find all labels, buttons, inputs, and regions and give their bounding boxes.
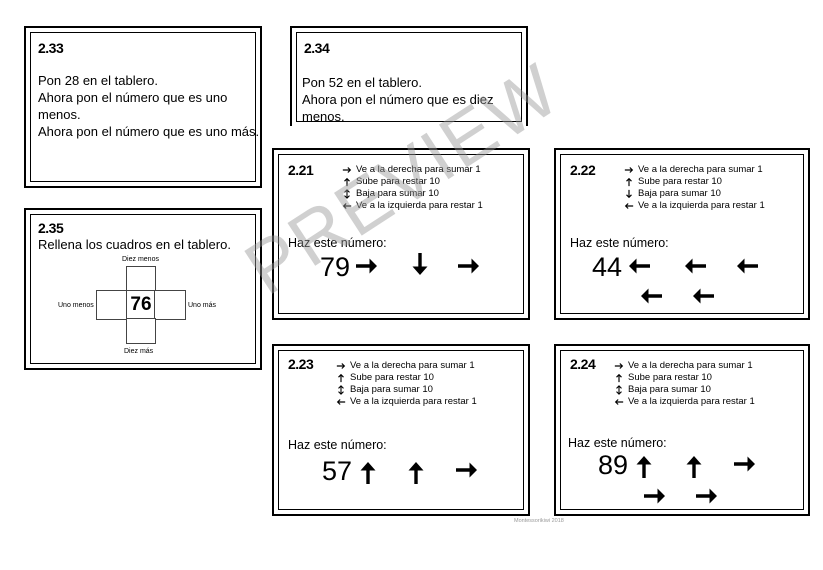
bottom-box	[126, 318, 156, 344]
legend-up-text: Sube para restar 10	[350, 372, 434, 383]
card-instructions: Pon 28 en el tablero. Ahora pon el númer…	[38, 72, 259, 140]
legend-left-text: Ve a la izquierda para restar 1	[638, 200, 765, 211]
right-arrow-icon	[614, 361, 624, 371]
center-box	[126, 290, 156, 320]
task-card-2-34: 2.34 Pon 52 en el tablero. Ahora pon el …	[290, 26, 528, 126]
make-number-label: Haz este número:	[570, 236, 669, 250]
card-number: 2.22	[570, 162, 596, 178]
target-number: 89	[598, 450, 629, 480]
card-instructions: Pon 52 en el tablero. Ahora pon el númer…	[302, 74, 494, 125]
bottom-label: Diez más	[124, 348, 154, 355]
left-arrow-icon	[336, 397, 346, 407]
up-arrow-icon	[614, 373, 624, 383]
target-number: 79	[320, 252, 351, 282]
card-number: 2.35	[38, 220, 64, 236]
legend-right-text: Ve a la derecha para sumar 1	[628, 360, 753, 371]
right-arrow-icon	[694, 484, 718, 508]
instruction-line: Ahora pon el número que es uno más.	[38, 124, 260, 139]
down-arrow-icon	[408, 252, 432, 276]
up-down-arrow-icon	[342, 189, 352, 199]
up-arrow-icon	[682, 454, 706, 480]
task-card-2-22: 2.22 Ve a la derecha para sumar 1 Sube p…	[554, 148, 810, 320]
left-arrow-icon	[684, 254, 708, 278]
up-arrow-icon	[632, 454, 656, 480]
arrow-legend: Ve a la derecha para sumar 1 Sube para r…	[620, 164, 765, 212]
down-arrow-icon	[624, 189, 634, 199]
instruction-line: Ahora pon el número que es uno	[38, 90, 228, 105]
up-arrow-icon	[336, 373, 346, 383]
right-arrow-icon	[342, 165, 352, 175]
top-box	[126, 266, 156, 292]
target-number: 57	[322, 456, 353, 486]
right-arrow-icon	[642, 484, 666, 508]
left-box	[96, 290, 128, 320]
right-arrow-icon	[456, 254, 480, 278]
card-number: 2.33	[38, 40, 64, 56]
card-instruction: Rellena los cuadros en el tablero.	[38, 237, 231, 252]
left-arrow-icon	[692, 284, 716, 308]
legend-down-text: Baja para sumar 10	[356, 188, 439, 199]
legend-right-text: Ve a la derecha para sumar 1	[638, 164, 763, 175]
right-arrow-icon	[354, 254, 378, 278]
left-arrow-icon	[640, 284, 664, 308]
left-arrow-icon	[736, 254, 760, 278]
left-arrow-icon	[628, 254, 652, 278]
legend-left-text: Ve a la izquierda para restar 1	[356, 200, 483, 211]
legend-left-text: Ve a la izquierda para restar 1	[350, 396, 477, 407]
up-arrow-icon	[342, 177, 352, 187]
left-arrow-icon	[614, 397, 624, 407]
legend-left-text: Ve a la izquierda para restar 1	[628, 396, 755, 407]
task-card-2-24: 2.24 Ve a la derecha para sumar 1 Sube p…	[554, 344, 810, 516]
make-number-label: Haz este número:	[288, 236, 387, 250]
legend-down-text: Baja para sumar 10	[628, 384, 711, 395]
make-number-label: Haz este número:	[568, 436, 667, 450]
legend-down-text: Baja para sumar 10	[350, 384, 433, 395]
legend-down-text: Baja para sumar 10	[638, 188, 721, 199]
up-down-arrow-icon	[614, 385, 624, 395]
task-card-2-21: 2.21 Ve a la derecha para sumar 1 Sube p…	[272, 148, 530, 320]
footer-credit: Montessorikiwi 2018	[514, 518, 564, 524]
legend-right-text: Ve a la derecha para sumar 1	[350, 360, 475, 371]
card-number: 2.24	[570, 356, 596, 372]
make-number-label: Haz este número:	[288, 438, 387, 452]
arrow-legend: Ve a la derecha para sumar 1 Sube para r…	[338, 164, 483, 212]
card-number: 2.34	[304, 40, 330, 56]
instruction-line: Ahora pon el número que es diez	[302, 92, 494, 107]
task-card-2-33: 2.33 Pon 28 en el tablero. Ahora pon el …	[24, 26, 262, 188]
up-down-arrow-icon	[336, 385, 346, 395]
legend-up-text: Sube para restar 10	[638, 176, 722, 187]
right-arrow-icon	[624, 165, 634, 175]
target-number: 44	[592, 252, 623, 282]
instruction-line: menos.	[302, 109, 345, 124]
up-arrow-icon	[356, 460, 380, 486]
instruction-line: Pon 52 en el tablero.	[302, 75, 422, 90]
up-arrow-icon	[624, 177, 634, 187]
instruction-line: Pon 28 en el tablero.	[38, 73, 158, 88]
arrow-legend: Ve a la derecha para sumar 1 Sube para r…	[332, 360, 477, 408]
right-arrow-icon	[454, 458, 478, 482]
legend-up-text: Sube para restar 10	[356, 176, 440, 187]
left-arrow-icon	[342, 201, 352, 211]
right-arrow-icon	[336, 361, 346, 371]
right-box	[154, 290, 186, 320]
top-label: Diez menos	[122, 256, 159, 263]
legend-right-text: Ve a la derecha para sumar 1	[356, 164, 481, 175]
task-card-2-35: 2.35 Rellena los cuadros en el tablero. …	[24, 208, 262, 370]
right-label: Uno más	[188, 302, 217, 309]
up-arrow-icon	[404, 460, 428, 486]
instruction-line: menos.	[38, 107, 81, 122]
left-arrow-icon	[624, 201, 634, 211]
left-label: Uno menos	[58, 302, 94, 309]
card-number: 2.21	[288, 162, 314, 178]
task-card-2-23: 2.23 Ve a la derecha para sumar 1 Sube p…	[272, 344, 530, 516]
center-value: 76	[130, 294, 152, 315]
arrow-legend: Ve a la derecha para sumar 1 Sube para r…	[610, 360, 755, 408]
card-number: 2.23	[288, 356, 314, 372]
right-arrow-icon	[732, 452, 756, 476]
legend-up-text: Sube para restar 10	[628, 372, 712, 383]
